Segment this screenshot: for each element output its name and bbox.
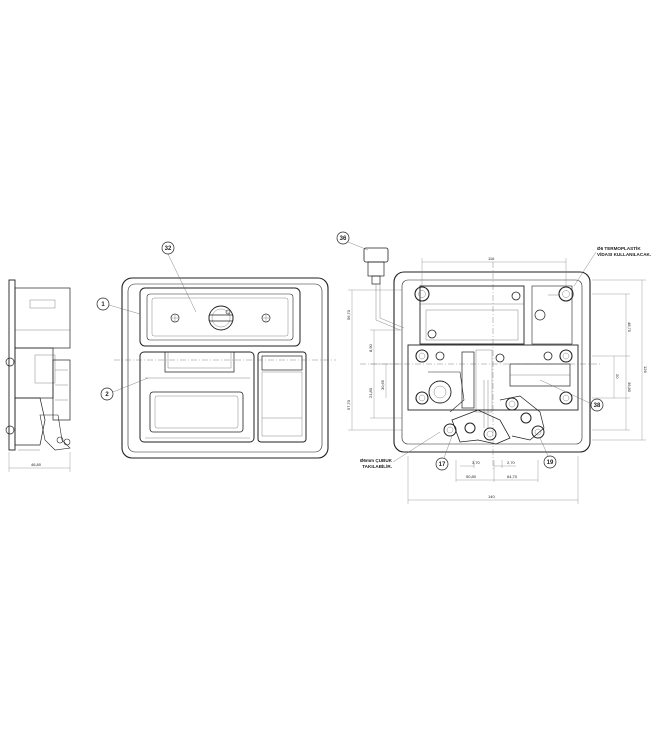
note-thermo-line1: Ø6 TERMOPLASTİK bbox=[597, 245, 641, 251]
dim-left-a: 56,70 bbox=[346, 309, 351, 320]
rear-dimensions: 116 140 3,70 2,70 50,80 64,70 126 48,70 bbox=[346, 256, 648, 504]
side-upper-body bbox=[14, 287, 71, 349]
dim-right-mid2: 20 bbox=[615, 374, 620, 379]
front-outer-frame bbox=[121, 277, 329, 459]
balloon-38 bbox=[590, 398, 604, 412]
notes: Ø6 TERMOPLASTİK VİDASI KULLANILACAK. Ø6m… bbox=[360, 245, 651, 469]
rear-rod bbox=[363, 247, 405, 331]
dim-bottom-overall: 140 bbox=[488, 494, 495, 499]
balloon-17 bbox=[435, 457, 449, 471]
rear-lower-mechanism bbox=[443, 380, 545, 445]
front-lock-cylinder bbox=[208, 305, 234, 331]
side-lower-body bbox=[14, 397, 46, 446]
note-thermo-line2: VİDASI KULLANILACAK. bbox=[597, 251, 651, 257]
front-view bbox=[114, 277, 336, 459]
rear-right-bracket bbox=[531, 285, 573, 345]
dim-left-c: 8,90 bbox=[368, 343, 373, 352]
balloon-17-label: 17 bbox=[439, 462, 446, 468]
dim-bottom-c: 50,80 bbox=[466, 474, 477, 479]
side-knob-lower bbox=[5, 425, 15, 435]
front-handle-cavity bbox=[139, 351, 255, 443]
dim-bottom-d: 64,70 bbox=[507, 474, 518, 479]
dim-side-width: 46,80 bbox=[31, 462, 42, 467]
dim-right-mid3: 36,80 bbox=[627, 382, 632, 393]
note-tab-line2: TAKILABİLİR. bbox=[362, 463, 392, 469]
note-tab-line1: Ø6mm ÇUBUK bbox=[360, 458, 393, 463]
balloon-38-label: 38 bbox=[594, 403, 601, 409]
rear-outer-frame bbox=[393, 271, 591, 453]
front-screw-left bbox=[170, 313, 180, 323]
dim-top-inner: 116 bbox=[488, 256, 495, 261]
balloon-19 bbox=[543, 455, 557, 469]
dim-left-d: 21,80 bbox=[368, 387, 373, 398]
balloon-32-label: 32 bbox=[165, 246, 172, 252]
rear-cam-mechanism bbox=[428, 349, 593, 413]
dim-left-e: 30,65 bbox=[380, 379, 385, 390]
front-inner-frame bbox=[127, 283, 323, 453]
front-right-pocket bbox=[257, 351, 307, 443]
side-view: 46,80 bbox=[5, 279, 71, 472]
dim-bottom-b: 2,70 bbox=[507, 460, 516, 465]
balloon-2-label: 2 bbox=[105, 392, 109, 398]
side-mid-body bbox=[14, 347, 54, 399]
front-handle bbox=[149, 391, 244, 433]
front-screw-right bbox=[261, 313, 271, 323]
rear-inner-frame bbox=[401, 279, 583, 445]
balloon-1-label: 1 bbox=[101, 302, 105, 308]
balloon-19-label: 19 bbox=[547, 460, 554, 466]
rear-corner-screws bbox=[414, 286, 574, 405]
balloon-36-label: 36 bbox=[340, 236, 347, 242]
side-flange bbox=[8, 279, 16, 451]
side-mechanism bbox=[52, 359, 71, 421]
balloon-36 bbox=[336, 231, 350, 245]
balloon-2 bbox=[100, 387, 114, 401]
balloon-1 bbox=[96, 297, 110, 311]
balloon-32 bbox=[161, 241, 175, 255]
rear-top-block bbox=[419, 285, 525, 345]
rear-view bbox=[360, 247, 600, 470]
dim-right-mid1: 48,70 bbox=[627, 322, 632, 333]
balloons: 32 1 2 36 38 17 19 bbox=[96, 231, 604, 471]
side-knob bbox=[5, 357, 15, 367]
dim-left-b: 57,70 bbox=[346, 399, 351, 410]
front-upper-panel bbox=[139, 287, 301, 347]
dim-bottom-a: 3,70 bbox=[472, 460, 481, 465]
side-slot bbox=[29, 299, 56, 309]
dim-right-height: 126 bbox=[643, 366, 648, 373]
